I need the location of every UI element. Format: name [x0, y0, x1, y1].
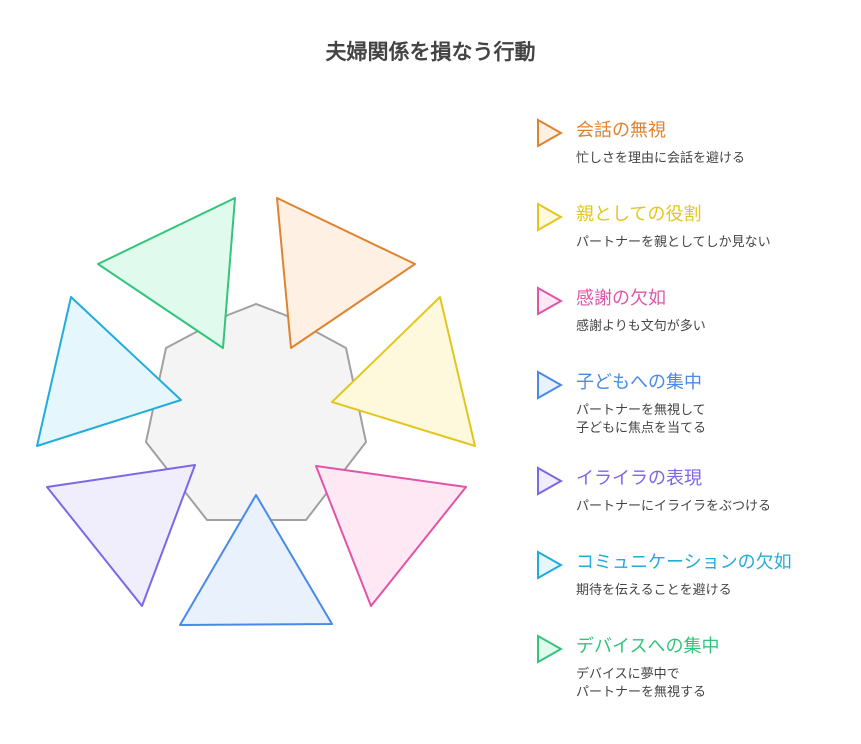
legend-item-description: パートナーを親としてしか見ない	[576, 235, 771, 250]
triangle-marker-icon	[537, 286, 564, 316]
triangle-marker-icon	[537, 118, 564, 148]
triangle-parent-role	[331, 296, 476, 447]
legend-item-label: 親としての役割	[576, 204, 702, 225]
triangle-lack-of-communication	[36, 296, 182, 447]
triangle-marker-icon	[537, 370, 564, 400]
legend-item-label: 子どもへの集中	[576, 372, 702, 393]
triangle-marker-icon	[537, 550, 564, 580]
triangle-conversation-neglect	[276, 197, 416, 349]
triangle-child-focus	[179, 494, 333, 626]
triangle-device-focus	[97, 197, 236, 349]
legend-item-label: デバイスへの集中	[576, 636, 720, 657]
triangle-lack-of-gratitude	[315, 465, 467, 607]
legend-item-description: パートナーにイライラをぶつける	[576, 499, 772, 514]
legend-item-label: イライラの表現	[576, 468, 702, 489]
triangle-irritation	[46, 464, 196, 607]
legend-item-description: 感謝よりも文句が多い	[576, 319, 706, 334]
triangle-marker-icon	[537, 466, 564, 496]
legend-item-description: パートナーを無視して 子どもに焦点を当てる	[576, 403, 707, 436]
legend-item-description: デバイスに夢中で パートナーを無視する	[576, 667, 707, 700]
triangle-marker-icon	[537, 202, 564, 232]
legend-item-label: 会話の無視	[576, 120, 666, 141]
diagram-title: 夫婦関係を損なう行動	[325, 40, 536, 64]
legend-item-description: 期待を伝えることを避ける	[576, 583, 732, 598]
legend-item-description: 忙しさを理由に会話を避ける	[576, 151, 746, 166]
triangle-marker-icon	[537, 634, 564, 664]
legend-item-label: コミュニケーションの欠如	[576, 552, 792, 573]
legend-item-label: 感謝の欠如	[576, 288, 666, 309]
